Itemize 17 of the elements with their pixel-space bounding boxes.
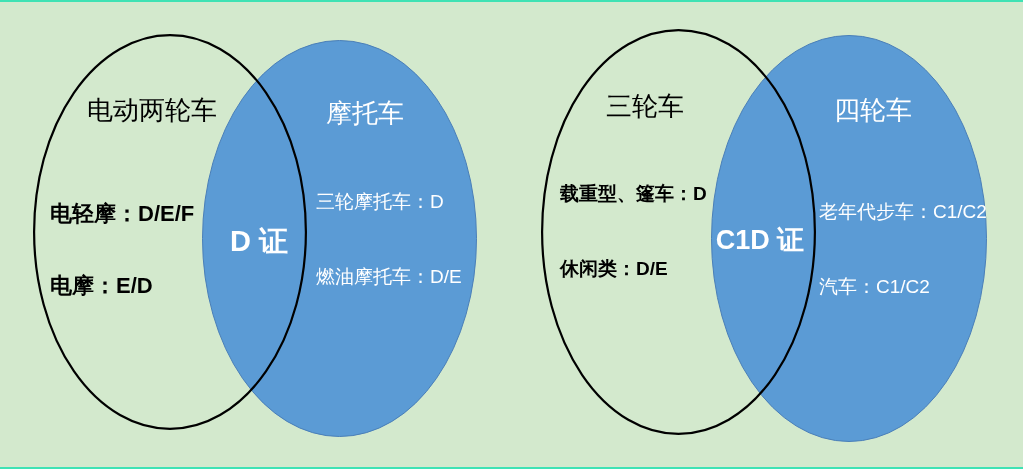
set-item: 载重型、篷车：D (560, 183, 707, 205)
set-title: 摩托车 (326, 99, 404, 129)
set-ellipse (33, 34, 307, 430)
set-item: 休闲类：D/E (560, 258, 668, 280)
set-title: 三轮车 (606, 92, 684, 122)
set-item: 燃油摩托车：D/E (316, 266, 462, 288)
set-item: 老年代步车：C1/C2 (819, 201, 987, 223)
set-title: 四轮车 (834, 96, 912, 126)
overlap-label: C1D 证 (715, 226, 805, 256)
set-ellipse (711, 35, 987, 442)
set-item: 电轻摩：D/E/F (50, 201, 195, 227)
set-ellipse (541, 29, 816, 435)
set-item: 三轮摩托车：D (316, 191, 444, 213)
set-title: 电动两轮车 (87, 96, 217, 126)
set-item: 汽车：C1/C2 (819, 276, 930, 298)
overlap-label: D 证 (230, 226, 288, 258)
set-item: 电摩：E/D (50, 273, 153, 299)
